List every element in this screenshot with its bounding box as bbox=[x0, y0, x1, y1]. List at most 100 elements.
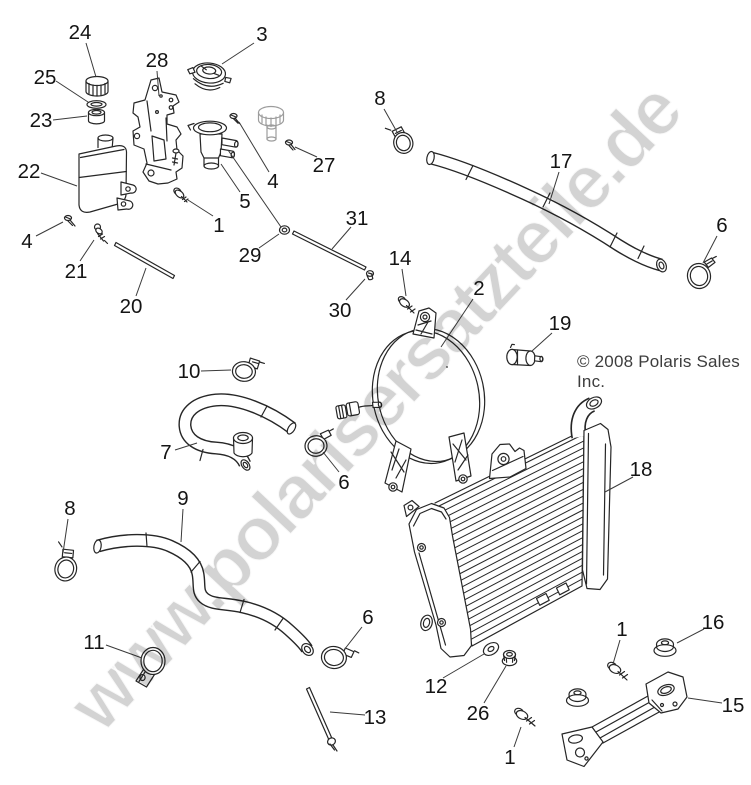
vent-tube-31-drawing bbox=[291, 230, 367, 271]
callout-label-check-valve: 19 bbox=[549, 312, 572, 335]
callout-label-grommet-ring: 29 bbox=[239, 244, 262, 267]
band-clamp-6-bottom-drawing bbox=[320, 645, 360, 670]
callout-label-screw: 4 bbox=[267, 170, 278, 193]
nut-26-drawing bbox=[501, 649, 518, 667]
pressure-cap-drawing bbox=[187, 62, 232, 91]
callout-leader-screw bbox=[238, 121, 270, 173]
callout-label-lower-hose: 9 bbox=[177, 487, 188, 510]
callout-label-vent-tube: 31 bbox=[346, 207, 369, 230]
callout-leader-nut bbox=[483, 665, 507, 704]
rubber-grommet-16b-drawing bbox=[565, 688, 590, 707]
callout-label-hose-clamp: 10 bbox=[178, 360, 201, 383]
hose-clamp-8-bottom-drawing bbox=[54, 541, 78, 582]
callout-leader-screw bbox=[35, 221, 64, 237]
callout-label-mount-bracket: 28 bbox=[146, 49, 169, 72]
callout-label-screw: 1 bbox=[213, 214, 224, 237]
callout-label-bolt: 1 bbox=[504, 746, 515, 769]
callout-label-reservoir-cap: 24 bbox=[69, 21, 92, 44]
callout-leader-mount-bracket bbox=[156, 70, 160, 97]
callout-label-breather-screw: 27 bbox=[313, 154, 336, 177]
callout-label-upper-hose: 17 bbox=[550, 150, 573, 173]
tube-20-drawing bbox=[113, 241, 176, 280]
washer-12-drawing bbox=[482, 641, 500, 657]
callout-label-band-clamp: 6 bbox=[338, 471, 349, 494]
radiator-fins bbox=[438, 440, 585, 641]
breather-screw-drawing bbox=[284, 139, 296, 151]
callout-leader-check-valve bbox=[531, 332, 553, 352]
reservoir-cap-drawing bbox=[85, 75, 109, 97]
callout-leader-elbow-fitting bbox=[79, 239, 95, 262]
screw-1-top-drawing bbox=[173, 187, 189, 203]
screw-4-right-drawing bbox=[229, 112, 241, 125]
upper-hose-17-drawing bbox=[426, 150, 668, 273]
callout-label-o-ring: 25 bbox=[34, 66, 57, 89]
callout-label-band-clamp: 6 bbox=[362, 606, 373, 629]
check-valve-drawing bbox=[506, 343, 544, 367]
callout-label-coolant-reservoir: 22 bbox=[18, 160, 41, 183]
callout-leader-rubber-grommet bbox=[676, 628, 705, 644]
mount-bracket-drawing bbox=[132, 77, 184, 185]
elbow-fitting-drawing bbox=[93, 223, 109, 245]
fan-wire-connector-drawing bbox=[335, 401, 383, 420]
screw-4-left-drawing bbox=[63, 214, 76, 227]
callout-leader-upper-hose bbox=[548, 171, 560, 205]
callout-leader-vent-tube bbox=[331, 226, 352, 250]
callout-leader-bolt bbox=[612, 639, 621, 665]
callout-label-support-bracket: 15 bbox=[722, 694, 745, 717]
route-line bbox=[227, 149, 282, 228]
callout-label-flange-bolt: 14 bbox=[389, 247, 412, 270]
band-clamp-6-top-drawing bbox=[686, 255, 717, 290]
callout-leader-bypass-hose bbox=[174, 442, 198, 451]
callout-leader-breather-screw bbox=[294, 146, 318, 158]
callout-leader-hose-clamp bbox=[200, 369, 232, 372]
bypass-hose-7-drawing bbox=[178, 393, 297, 471]
callout-label-tube: 20 bbox=[120, 295, 143, 318]
callout-leader-pressure-cap bbox=[221, 42, 255, 65]
hose-clamp-10-drawing bbox=[231, 357, 266, 382]
callout-label-nut: 26 bbox=[467, 702, 490, 725]
bolt-1-bottom-right-drawing bbox=[607, 661, 629, 681]
callout-label-washer: 12 bbox=[425, 675, 448, 698]
callout-label-bushing: 23 bbox=[30, 109, 53, 132]
callout-label-bypass-hose: 7 bbox=[160, 441, 171, 464]
callout-leader-flange-bolt bbox=[401, 268, 407, 297]
callout-leader-hose-clamp bbox=[62, 518, 69, 554]
callout-label-elbow-fitting: 21 bbox=[65, 260, 88, 283]
bolt-1-bottom-left-drawing bbox=[514, 707, 536, 727]
callout-label-hose-clamp: 8 bbox=[374, 87, 385, 110]
callout-leader-radiator bbox=[604, 476, 634, 493]
band-clamp-6-mid-drawing bbox=[304, 428, 334, 457]
callout-label-pressure-cap: 3 bbox=[256, 23, 267, 46]
callout-label-screw: 4 bbox=[21, 230, 32, 253]
callout-label-rod: 13 bbox=[364, 706, 387, 729]
support-bracket-15-drawing bbox=[561, 671, 688, 768]
callout-label-filler-neck: 5 bbox=[239, 190, 250, 213]
callout-label-radiator: 18 bbox=[630, 458, 653, 481]
callout-leader-support-bracket bbox=[687, 697, 723, 704]
callout-label-hose-clamp: 8 bbox=[64, 497, 75, 520]
p-clamp-11-drawing bbox=[135, 646, 166, 688]
lower-hose-9-drawing bbox=[93, 532, 314, 657]
callout-leader-grommet-ring bbox=[258, 233, 280, 249]
callout-leader-band-clamp bbox=[702, 235, 718, 264]
callout-leader-band-clamp bbox=[343, 626, 363, 651]
radiator-drawing bbox=[403, 396, 612, 658]
callout-leader-lower-hose bbox=[180, 508, 184, 543]
cooling-fan-drawing bbox=[371, 307, 486, 493]
callout-leader-hose-clamp bbox=[383, 108, 398, 133]
callout-leader-reservoir-cap bbox=[85, 42, 97, 78]
grommet-ring-29-drawing bbox=[278, 225, 291, 235]
flange-bolt-14-drawing bbox=[397, 296, 416, 314]
callout-label-band-clamp: 6 bbox=[716, 214, 727, 237]
bushing-drawing bbox=[87, 108, 106, 125]
callout-label-bolt: 1 bbox=[616, 618, 627, 641]
hose-clamp-8-top-drawing bbox=[384, 126, 414, 154]
callout-leader-cooling-fan bbox=[440, 298, 474, 348]
callout-label-rubber-grommet: 16 bbox=[702, 611, 725, 634]
callout-leader-screw bbox=[187, 199, 214, 217]
callout-label-tube-cap: 30 bbox=[329, 299, 352, 322]
callout-leader-p-clamp bbox=[105, 644, 143, 659]
